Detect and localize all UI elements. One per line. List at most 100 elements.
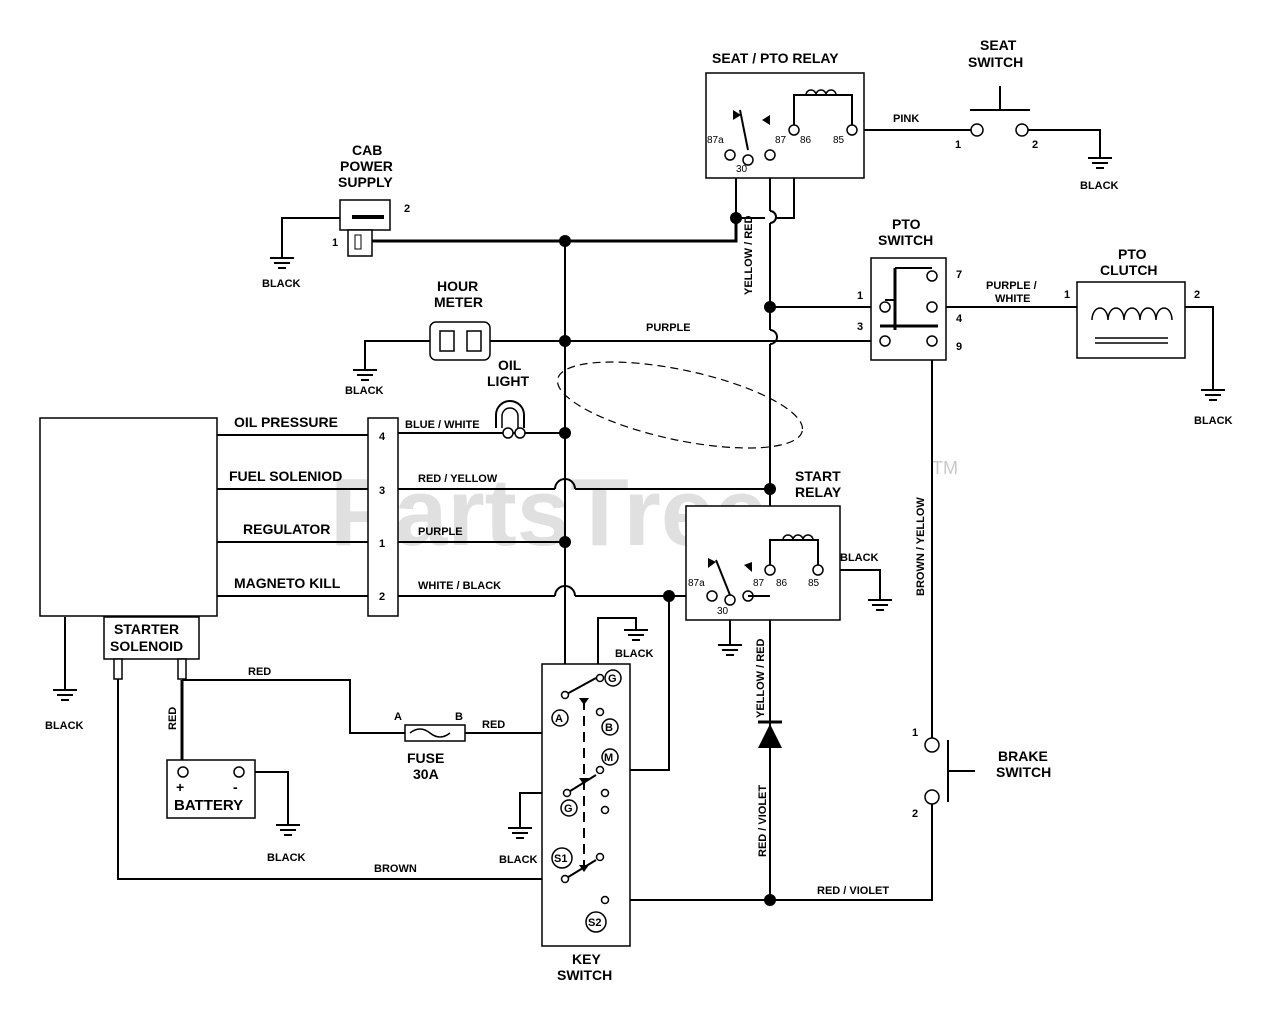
svg-text:POWER: POWER	[340, 158, 393, 174]
wire-label-yellow-red-top: YELLOW / RED	[743, 216, 755, 296]
svg-text:RELAY: RELAY	[795, 484, 842, 500]
svg-text:START: START	[795, 468, 841, 484]
cab-power-supply: CAB POWER SUPPLY 2 1	[332, 142, 410, 257]
svg-text:OIL PRESSURE: OIL PRESSURE	[234, 414, 338, 430]
ground-start-85	[868, 599, 892, 611]
hour-meter: HOUR METER	[429, 278, 491, 361]
ground-key-g: BLACK	[615, 629, 654, 660]
fuse: A B FUSE 30A	[394, 711, 466, 782]
svg-text:CLUTCH: CLUTCH	[1100, 262, 1158, 278]
svg-text:30A: 30A	[413, 766, 439, 782]
key-terminal-s2: S2	[588, 917, 601, 929]
wire-label-white-black: WHITE / BLACK	[418, 580, 501, 592]
svg-text:3: 3	[857, 321, 863, 333]
ground-battery: BLACK	[267, 824, 306, 864]
engine-connector: 4 3 1 2	[367, 417, 399, 617]
svg-text:BATTERY: BATTERY	[174, 797, 243, 814]
svg-text:BLACK: BLACK	[615, 648, 654, 660]
wire-label-red-violet-vert: RED / VIOLET	[757, 785, 769, 857]
svg-text:SWITCH: SWITCH	[996, 764, 1051, 780]
svg-text:2: 2	[379, 591, 385, 603]
svg-text:OIL: OIL	[498, 357, 522, 373]
svg-text:FUSE: FUSE	[407, 750, 444, 766]
ground-hour: BLACK	[345, 369, 384, 397]
ground-key-g2: BLACK	[499, 827, 538, 866]
svg-text:BLACK: BLACK	[1080, 180, 1119, 192]
oil-light: OIL LIGHT	[487, 357, 529, 439]
wire-label-brown-yellow: BROWN / YELLOW	[915, 497, 927, 596]
svg-text:METER: METER	[434, 294, 483, 310]
wire-label-red-yellow: RED / YELLOW	[418, 473, 498, 485]
start-relay: START RELAY 87a 30 87 86 85	[685, 468, 842, 621]
starter-solenoid: STARTER SOLENOID	[103, 616, 200, 680]
key-terminal-g2: G	[564, 803, 573, 815]
wire-label-yellow-red: YELLOW / RED	[755, 639, 767, 719]
wire-label-brown: BROWN	[374, 863, 417, 875]
wire-label-red-fuse: RED	[482, 719, 505, 731]
wire-label-blue-white: BLUE / WHITE	[405, 419, 480, 431]
svg-text:1: 1	[1064, 289, 1070, 301]
svg-text:85: 85	[833, 135, 845, 146]
svg-text:SEAT / PTO RELAY: SEAT / PTO RELAY	[712, 50, 839, 66]
battery: + - BATTERY	[166, 759, 256, 819]
svg-text:86: 86	[776, 578, 788, 589]
key-terminal-g: G	[608, 673, 617, 685]
pto-switch[interactable]: PTO SWITCH 7 1 4 3 9	[857, 216, 963, 361]
svg-text:LIGHT: LIGHT	[487, 373, 529, 389]
key-terminal-s1: S1	[554, 853, 567, 865]
svg-text:PTO: PTO	[1118, 246, 1147, 262]
brake-switch[interactable]: 1 2 BRAKE SWITCH	[912, 727, 1051, 820]
watermark-tm: TM	[932, 458, 958, 478]
key-terminal-a: A	[555, 713, 563, 725]
engine-block: OIL PRESSURE FUEL SOLENIOD REGULATOR MAG…	[39, 414, 342, 617]
svg-text:SWITCH: SWITCH	[878, 232, 933, 248]
svg-text:STARTER: STARTER	[114, 621, 179, 637]
wire-label-black-start: BLACK	[840, 552, 879, 564]
ground-seat: BLACK	[1080, 157, 1119, 192]
svg-text:9: 9	[956, 341, 962, 353]
wire-label-pink: PINK	[893, 113, 919, 125]
diode	[758, 720, 782, 748]
svg-text:+: +	[176, 779, 184, 795]
key-terminal-m: M	[604, 752, 613, 764]
svg-text:87: 87	[753, 578, 765, 589]
svg-text:2: 2	[404, 203, 410, 215]
svg-text:1: 1	[379, 538, 385, 550]
svg-text:KEY: KEY	[572, 951, 601, 967]
svg-text:87: 87	[775, 135, 787, 146]
svg-text:FUEL SOLENIOD: FUEL SOLENIOD	[229, 468, 342, 484]
key-switch[interactable]: KEY SWITCH G A B M G S1 S2	[541, 663, 631, 983]
svg-text:85: 85	[808, 578, 820, 589]
wire-label-red-vert: RED	[167, 707, 179, 730]
svg-text:7: 7	[956, 269, 962, 281]
svg-text:BLACK: BLACK	[1194, 415, 1233, 427]
wire-label-purple-white-1: PURPLE /	[986, 280, 1037, 292]
svg-text:SOLENOID: SOLENOID	[110, 638, 183, 654]
svg-text:MAGNETO KILL: MAGNETO KILL	[234, 575, 341, 591]
seat-switch[interactable]: SEAT SWITCH 1 2	[955, 37, 1038, 151]
ground-cab: BLACK	[262, 257, 301, 290]
ground-clutch: BLACK	[1194, 389, 1233, 427]
ground-engine: BLACK	[45, 689, 84, 732]
svg-text:4: 4	[956, 313, 963, 325]
svg-text:BRAKE: BRAKE	[998, 748, 1048, 764]
svg-text:2: 2	[912, 808, 918, 820]
svg-text:30: 30	[736, 164, 748, 175]
svg-text:BLACK: BLACK	[345, 385, 384, 397]
svg-text:87a: 87a	[688, 578, 705, 589]
svg-text:HOUR: HOUR	[437, 278, 478, 294]
svg-text:A: A	[394, 711, 402, 723]
svg-text:1: 1	[955, 139, 961, 151]
svg-text:4: 4	[379, 431, 386, 443]
svg-text:SUPPLY: SUPPLY	[338, 174, 393, 190]
key-terminal-b: B	[605, 722, 613, 734]
svg-text:REGULATOR: REGULATOR	[243, 521, 330, 537]
svg-text:1: 1	[912, 727, 918, 739]
svg-text:SEAT: SEAT	[980, 37, 1017, 53]
svg-text:B: B	[455, 711, 463, 723]
junction-dots	[559, 212, 776, 906]
pto-clutch: PTO CLUTCH 1 2	[1064, 246, 1200, 359]
svg-text:BLACK: BLACK	[499, 854, 538, 866]
svg-text:BLACK: BLACK	[267, 852, 306, 864]
